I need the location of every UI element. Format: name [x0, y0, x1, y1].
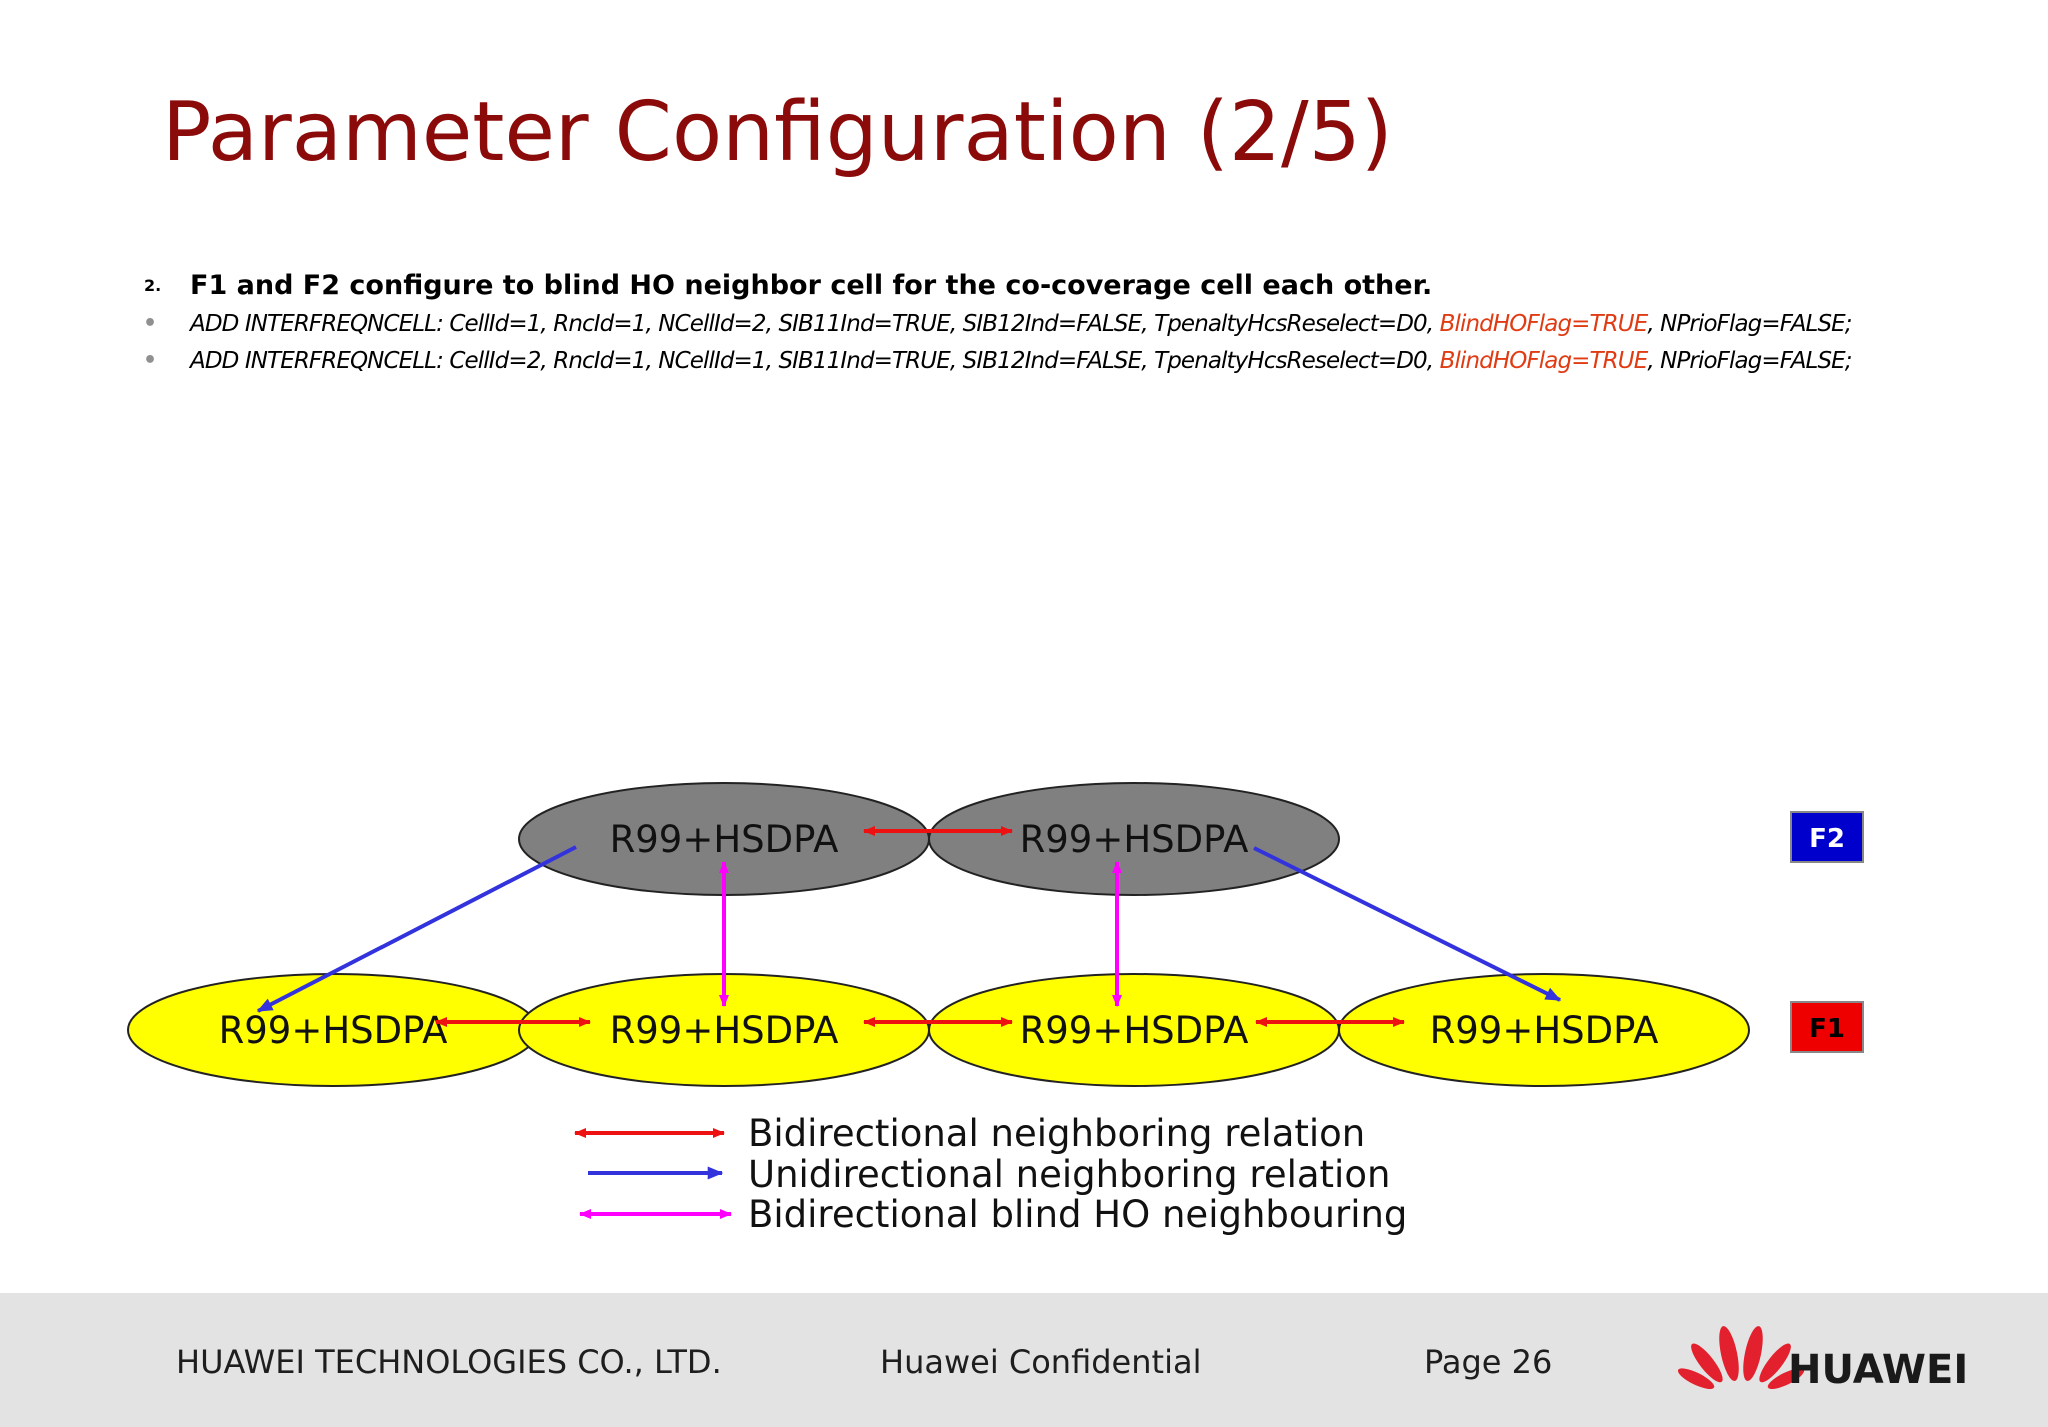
- f1-cell-4: R99+HSDPA: [1338, 973, 1750, 1087]
- layer-label: F2: [1809, 824, 1845, 854]
- list-heading-text: F1 and F2 configure to blind HO neighbor…: [190, 270, 1433, 301]
- cell-label: R99+HSDPA: [610, 1009, 839, 1052]
- command-suffix: , NPrioFlag=FALSE;: [1647, 348, 1852, 374]
- layer-badge-f1: F1: [1790, 1001, 1864, 1053]
- legend-label: Bidirectional blind HO neighbouring: [748, 1193, 1407, 1236]
- cell-label: R99+HSDPA: [1020, 818, 1249, 861]
- command-line-1: • ADD INTERFREQNCELL: CellId=1, RncId=1,…: [0, 305, 2000, 343]
- f1-cell-3: R99+HSDPA: [928, 973, 1340, 1087]
- cell-label: R99+HSDPA: [610, 818, 839, 861]
- unidirectional-arrow-2: [1253, 846, 1562, 1002]
- list-item-heading: 2. F1 and F2 configure to blind HO neigh…: [0, 267, 2000, 305]
- layer-label: F1: [1809, 1014, 1845, 1044]
- bullet-icon: •: [143, 348, 158, 373]
- footer-page-number: Page 26: [1424, 1343, 1553, 1381]
- legend-label: Unidirectional neighboring relation: [748, 1153, 1390, 1196]
- cell-label: R99+HSDPA: [1430, 1009, 1659, 1052]
- cell-label: R99+HSDPA: [219, 1009, 448, 1052]
- command-suffix: , NPrioFlag=FALSE;: [1647, 311, 1852, 337]
- footer-confidential: Huawei Confidential: [880, 1343, 1202, 1381]
- command-line-2: • ADD INTERFREQNCELL: CellId=2, RncId=1,…: [0, 342, 2000, 380]
- huawei-logo: HUAWEI: [1677, 1326, 1968, 1393]
- huawei-flower-icon: [1677, 1326, 1805, 1389]
- f1-cell-1: R99+HSDPA: [127, 973, 539, 1087]
- cell-label: R99+HSDPA: [1020, 1009, 1249, 1052]
- command-text: ADD INTERFREQNCELL: CellId=1, RncId=1, N…: [190, 305, 1853, 343]
- command-prefix: ADD INTERFREQNCELL: CellId=2, RncId=1, N…: [190, 348, 1440, 374]
- layer-badge-f2: F2: [1790, 811, 1864, 863]
- command-highlight: BlindHOFlag=TRUE: [1439, 311, 1649, 337]
- bullet-icon: •: [143, 311, 158, 336]
- list-number: 2.: [144, 276, 162, 295]
- footer-company: HUAWEI TECHNOLOGIES CO., LTD.: [176, 1343, 722, 1381]
- legend-label: Bidirectional neighboring relation: [748, 1112, 1365, 1155]
- neighbor-cell-diagram: R99+HSDPA R99+HSDPA R99+HSDPA R99+HSDPA …: [127, 782, 1864, 1236]
- command-highlight: BlindHOFlag=TRUE: [1439, 348, 1649, 374]
- f2-cell-1: R99+HSDPA: [518, 782, 930, 896]
- command-text: ADD INTERFREQNCELL: CellId=2, RncId=1, N…: [190, 342, 1853, 380]
- f1-cell-2: R99+HSDPA: [518, 973, 930, 1087]
- unidirectional-arrow-1: [256, 845, 577, 1013]
- huawei-wordmark: HUAWEI: [1788, 1347, 1968, 1393]
- slide-title: Parameter Configuration (2/5): [162, 85, 1393, 180]
- command-prefix: ADD INTERFREQNCELL: CellId=1, RncId=1, N…: [190, 311, 1440, 337]
- legend: Bidirectional neighboring relation Unidi…: [574, 1112, 1407, 1236]
- f2-cell-2: R99+HSDPA: [928, 782, 1340, 896]
